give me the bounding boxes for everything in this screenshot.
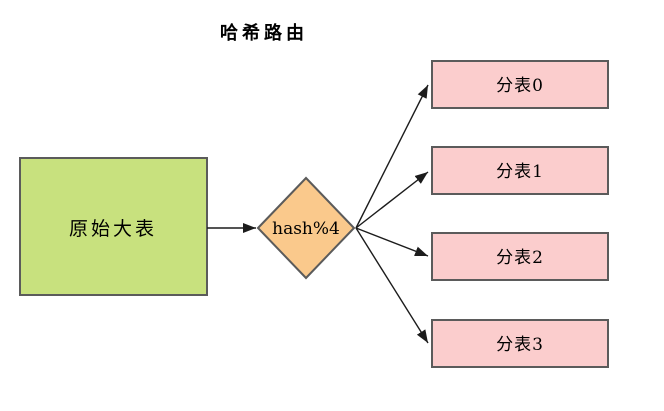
source-label: 原始大表 xyxy=(69,218,157,240)
shard-box-2 xyxy=(431,232,609,281)
shard-node-2: 分表2 xyxy=(431,232,609,281)
arrow-router-to-shard-3 xyxy=(355,227,429,344)
router-node: hash%4 xyxy=(256,176,356,280)
shard-label-3: 分表3 xyxy=(496,335,544,355)
shard-node-0: 分表0 xyxy=(431,60,609,109)
shard-node-3: 分表3 xyxy=(431,319,609,368)
arrow-router-to-shard-2 xyxy=(355,227,429,257)
shard-box-3 xyxy=(431,319,609,368)
shard-label-0: 分表0 xyxy=(496,76,544,96)
source-box xyxy=(19,157,208,296)
shard-box-0 xyxy=(431,60,609,109)
router-diamond xyxy=(256,176,356,280)
shard-box-1 xyxy=(431,146,609,195)
shard-label-1: 分表1 xyxy=(496,162,544,182)
diagram-title: 哈希路由 xyxy=(220,22,308,44)
router-label: hash%4 xyxy=(272,219,340,239)
shard-node-1: 分表1 xyxy=(431,146,609,195)
shard-label-2: 分表2 xyxy=(496,248,544,268)
arrow-router-to-shard-0 xyxy=(355,84,429,229)
source-node: 原始大表 xyxy=(19,157,208,296)
arrow-router-to-shard-1 xyxy=(355,171,429,229)
